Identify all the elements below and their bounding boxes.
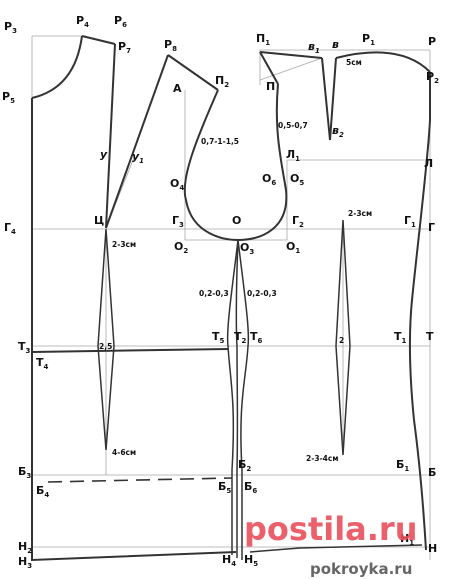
label-t5: Т5 bbox=[212, 330, 225, 345]
label-g1: Г1 bbox=[404, 214, 416, 229]
front-shoulder-dart bbox=[321, 57, 337, 141]
label-p2: П2 bbox=[215, 74, 229, 89]
label-r5: Р5 bbox=[2, 90, 15, 105]
back-center-hem bbox=[31, 98, 237, 562]
label-r3: Р3 bbox=[4, 20, 17, 35]
waist-darts bbox=[97, 219, 351, 456]
back-shoulder-dart-right bbox=[105, 54, 169, 229]
meas-back-dart-bottom: 4-6см bbox=[112, 448, 136, 457]
label-n: Н bbox=[428, 542, 437, 555]
label-r8: Р8 bbox=[164, 38, 177, 53]
label-n5: Н5 bbox=[244, 553, 258, 568]
back-hip-dashed-line bbox=[47, 477, 233, 483]
meas-front-dart-width: 2-3см bbox=[348, 209, 372, 218]
front-center-line bbox=[408, 72, 431, 551]
front-hem bbox=[249, 544, 423, 553]
label-o3: О3 bbox=[240, 241, 254, 256]
label-o4: О4 bbox=[170, 177, 184, 192]
label-t6: Т6 bbox=[250, 330, 263, 345]
side-seams bbox=[31, 239, 250, 560]
pattern-contour bbox=[31, 35, 431, 562]
label-a: А bbox=[173, 82, 182, 95]
label-g: Г bbox=[428, 221, 435, 234]
label-g2: Г2 bbox=[292, 214, 304, 229]
label-b5: Б5 bbox=[218, 480, 231, 495]
watermark-postila: postila.ru bbox=[244, 510, 417, 548]
meas-front-dart-waist: 2 bbox=[339, 336, 344, 345]
label-t4: Т4 bbox=[36, 356, 49, 371]
label-o2: О2 bbox=[174, 240, 188, 255]
front-shoulder-top bbox=[259, 51, 323, 59]
label-r2: Р2 bbox=[426, 70, 439, 85]
label-c: Ц bbox=[94, 214, 104, 227]
label-t2: Т2 bbox=[234, 330, 247, 345]
label-y: у bbox=[100, 148, 108, 161]
meas-front-dart-top: 5см bbox=[346, 58, 362, 67]
label-e1: в1 bbox=[308, 40, 320, 55]
meas-side-left: 0,2-0,3 bbox=[199, 289, 229, 298]
label-r4: Р4 bbox=[76, 14, 89, 29]
label-r6: Р6 bbox=[114, 14, 127, 29]
label-r1: Р1 bbox=[362, 32, 375, 47]
label-e2: в2 bbox=[332, 124, 344, 139]
back-side-seam bbox=[226, 239, 239, 555]
label-b: Б bbox=[428, 466, 436, 479]
meas-back-dart-width: 2-3см bbox=[112, 240, 136, 249]
back-waist-dart bbox=[97, 228, 115, 451]
watermark: postila.ru pokroyka.ru bbox=[244, 510, 417, 578]
label-o6: О6 bbox=[262, 172, 276, 187]
label-l1: Л1 bbox=[286, 148, 300, 163]
back-shoulder-right bbox=[167, 54, 219, 91]
label-g4: Г4 bbox=[4, 221, 16, 236]
label-b3: Б3 bbox=[18, 465, 31, 480]
label-n3: Н3 bbox=[18, 555, 32, 570]
label-e: в bbox=[332, 38, 339, 51]
front-shoulder-line bbox=[259, 51, 279, 85]
meas-armhole-front: 0,5-0,7 bbox=[278, 121, 308, 130]
label-r7: Р7 bbox=[118, 40, 131, 55]
label-l: Л bbox=[424, 157, 433, 170]
label-o5: О5 bbox=[290, 172, 304, 187]
meas-front-dart-bottom: 2-3-4см bbox=[306, 454, 338, 463]
label-b6: Б6 bbox=[244, 480, 257, 495]
back-waist-line bbox=[31, 348, 229, 353]
front-side-seam bbox=[237, 239, 250, 560]
label-t1: Т1 bbox=[394, 330, 407, 345]
grid-line-dart-guide bbox=[259, 57, 323, 81]
label-b4: Б4 bbox=[36, 484, 49, 499]
label-r: Р bbox=[428, 35, 436, 48]
label-n4: Н4 bbox=[222, 553, 236, 568]
label-t: Т bbox=[426, 330, 434, 343]
watermark-pokroyka: pokroyka.ru bbox=[310, 560, 412, 578]
middle-side-seam bbox=[235, 239, 239, 558]
label-t3: Т3 bbox=[18, 340, 31, 355]
point-labels: Р3 Р4 Р6 Р7 Р8 Р5 П1 в1 в Р1 Р Р2 А П2 П… bbox=[2, 14, 439, 570]
back-shoulder-dart-left bbox=[105, 43, 116, 229]
label-n2: Н2 bbox=[18, 540, 32, 555]
meas-side-right: 0,2-0,3 bbox=[247, 289, 277, 298]
label-o1: О1 bbox=[286, 240, 300, 255]
label-b2: Б2 bbox=[238, 458, 251, 473]
measurement-notes: 5см 0,7-1-1,5 0,5-0,7 2-3см 2-3см 0,2-0,… bbox=[99, 58, 372, 463]
front-neck-curve bbox=[335, 51, 431, 73]
meas-armhole-back: 0,7-1-1,5 bbox=[201, 137, 239, 146]
label-b1: Б1 bbox=[396, 458, 409, 473]
back-neck-curve bbox=[31, 35, 83, 99]
front-waist-dart bbox=[335, 219, 351, 456]
label-o: О bbox=[232, 214, 241, 227]
label-n1: Н1 bbox=[400, 532, 414, 547]
label-y1: у1 bbox=[132, 150, 144, 165]
meas-back-dart-waist: 2,5 bbox=[99, 342, 112, 351]
label-p: П bbox=[266, 80, 275, 93]
back-shoulder-left bbox=[81, 35, 116, 45]
label-g3: Г3 bbox=[172, 214, 184, 229]
label-p1: П1 bbox=[256, 32, 270, 47]
